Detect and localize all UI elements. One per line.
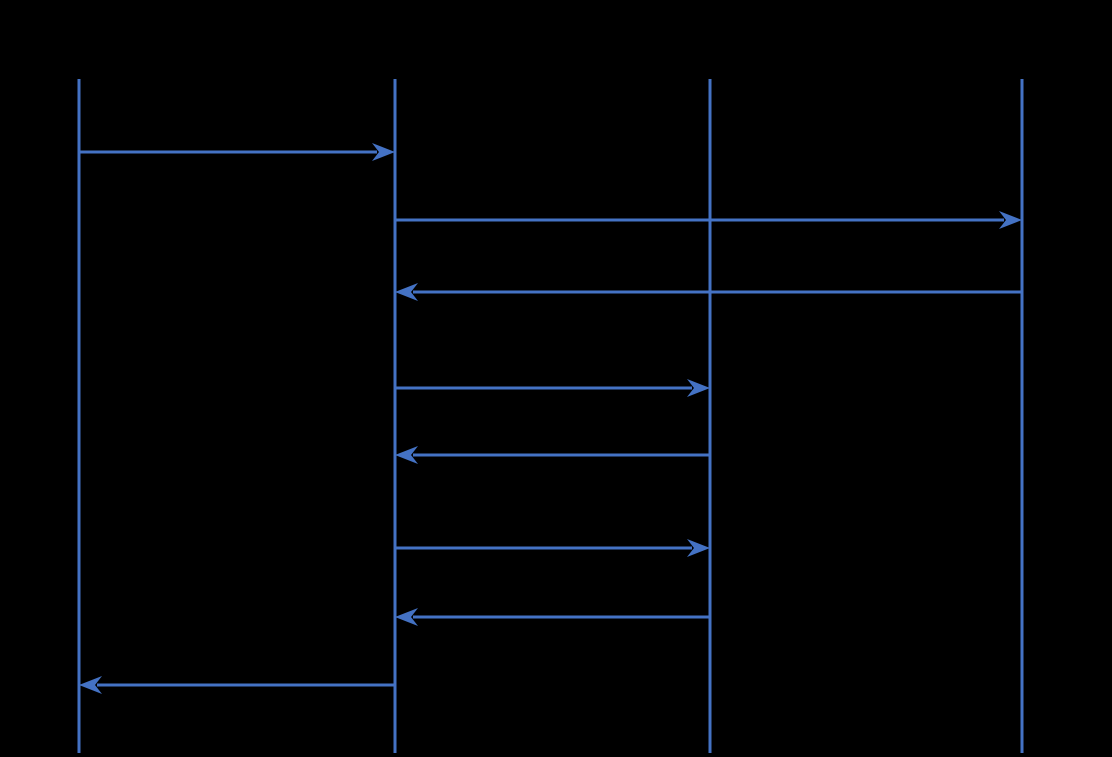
message-4-arrowhead-icon [687, 379, 710, 397]
message-6-arrowhead-icon [687, 539, 710, 557]
message-1-arrowhead-icon [372, 143, 395, 161]
message-7-arrowhead-icon [395, 608, 418, 626]
message-3-arrowhead-icon [395, 283, 418, 301]
message-8-arrowhead-icon [79, 676, 102, 694]
message-5-arrowhead-icon [395, 446, 418, 464]
message-2-arrowhead-icon [999, 211, 1022, 229]
